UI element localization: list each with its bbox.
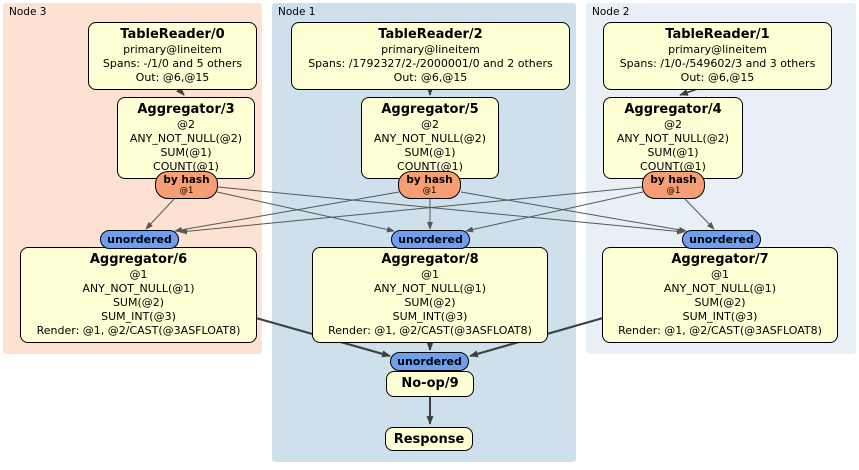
router-by-hash-5: by hash @1 (398, 171, 461, 199)
node-detail: Spans: -/1/0 and 5 others (102, 57, 243, 70)
node-detail: ANY_NOT_NULL(@1) (82, 282, 195, 295)
node-detail: Out: @6,@15 (680, 71, 755, 84)
sync-label: unordered (689, 233, 754, 246)
node-title: TableReader/0 (120, 27, 225, 42)
node-title: Aggregator/6 (89, 252, 188, 267)
node-detail: COUNT(@1) (153, 160, 219, 173)
sync-label: unordered (107, 233, 172, 246)
node-detail: SUM(@2) (404, 296, 456, 309)
node-detail: SUM(@2) (694, 296, 746, 309)
router-stream: @1 (666, 186, 681, 196)
node-title: Aggregator/4 (624, 102, 722, 117)
node-detail: SUM(@1) (160, 146, 212, 159)
edge-hash4-un7 (683, 197, 715, 230)
node-detail: Spans: /1/0-/549602/3 and 3 others (619, 57, 816, 70)
node-detail: @1 (129, 268, 148, 281)
node-noop-9: No-op/9 (386, 371, 474, 397)
node-detail: @1 (421, 268, 439, 281)
node-aggregator-8: Aggregator/8 @1 ANY_NOT_NULL(@1) SUM(@2)… (312, 247, 548, 343)
node-detail: ANY_NOT_NULL(@2) (373, 132, 487, 145)
router-label: by hash (163, 174, 210, 186)
node-detail: ANY_NOT_NULL(@1) (373, 282, 487, 295)
node-detail: SUM_INT(@3) (392, 310, 468, 323)
node-title: Aggregator/7 (671, 252, 769, 267)
edge-hash3-un8 (216, 191, 395, 233)
node-title: TableReader/2 (378, 27, 483, 42)
node-detail: ANY_NOT_NULL(@1) (663, 282, 777, 295)
node-title: TableReader/1 (665, 27, 770, 42)
edge-hash3-un6 (145, 197, 176, 230)
cluster-label: Node 3 (9, 6, 47, 18)
node-tablereader-2: TableReader/2 primary@lineitem Spans: /1… (291, 22, 570, 90)
sync-unordered-8: unordered (391, 230, 470, 249)
node-detail: ANY_NOT_NULL(@2) (129, 132, 243, 145)
router-label: by hash (650, 174, 697, 186)
node-aggregator-3: Aggregator/3 @2 ANY_NOT_NULL(@2) SUM(@1)… (117, 97, 255, 179)
node-detail: Out: @6,@15 (135, 71, 210, 84)
node-detail: primary@lineitem (123, 43, 222, 56)
sync-unordered-9: unordered (390, 352, 469, 371)
sync-label: unordered (397, 355, 462, 368)
cluster-label: Node 2 (592, 6, 630, 18)
node-detail: Spans: /1792327/2-/2000001/0 and 2 other… (308, 57, 553, 70)
node-aggregator-6: Aggregator/6 @1 ANY_NOT_NULL(@1) SUM(@2)… (20, 247, 257, 343)
node-detail: SUM_INT(@3) (101, 310, 176, 323)
node-detail: primary@lineitem (381, 43, 480, 56)
node-title: Response (393, 432, 465, 447)
router-stream: @1 (422, 186, 437, 196)
edge-hash5-un7 (460, 191, 687, 233)
node-detail: Render: @1, @2/CAST(@3ASFLOAT8) (618, 324, 822, 337)
edge-hash4-un6 (179, 186, 643, 235)
router-stream: @1 (179, 186, 194, 196)
node-detail: COUNT(@1) (640, 160, 706, 173)
node-detail: SUM_INT(@3) (682, 310, 758, 323)
node-tablereader-1: TableReader/1 primary@lineitem Spans: /1… (603, 22, 832, 90)
node-detail: @2 (177, 118, 195, 131)
node-title: Aggregator/8 (381, 252, 479, 267)
node-detail: Render: @1, @2/CAST(@3ASFLOAT8) (36, 324, 241, 337)
cluster-label: Node 1 (278, 6, 316, 18)
node-detail: @2 (421, 118, 439, 131)
node-aggregator-5: Aggregator/5 @2 ANY_NOT_NULL(@2) SUM(@1)… (361, 97, 499, 179)
node-detail: SUM(@1) (404, 146, 456, 159)
node-tablereader-0: TableReader/0 primary@lineitem Spans: -/… (88, 22, 257, 90)
sync-label: unordered (398, 233, 463, 246)
edge-hash5-un6 (174, 191, 400, 233)
node-title: No-op/9 (401, 376, 459, 391)
sync-unordered-7: unordered (682, 230, 761, 249)
node-detail: @2 (664, 118, 682, 131)
node-detail: Render: @1, @2/CAST(@3ASFLOAT8) (328, 324, 532, 337)
node-detail: primary@lineitem (668, 43, 767, 56)
edge-hash3-un7 (217, 186, 685, 235)
node-detail: @1 (711, 268, 729, 281)
node-response: Response (385, 427, 473, 451)
node-detail: SUM(@2) (112, 296, 165, 309)
node-detail: COUNT(@1) (397, 160, 463, 173)
router-label: by hash (406, 174, 453, 186)
node-title: Aggregator/5 (381, 102, 479, 117)
router-by-hash-4: by hash @1 (642, 171, 705, 199)
router-by-hash-3: by hash @1 (155, 171, 218, 199)
edge-hash4-un8 (465, 191, 644, 233)
node-detail: SUM(@1) (647, 146, 699, 159)
sync-unordered-6: unordered (100, 230, 179, 249)
node-detail: Out: @6,@15 (393, 71, 468, 84)
node-aggregator-7: Aggregator/7 @1 ANY_NOT_NULL(@1) SUM(@2)… (602, 247, 838, 343)
node-aggregator-4: Aggregator/4 @2 ANY_NOT_NULL(@2) SUM(@1)… (603, 97, 743, 179)
node-title: Aggregator/3 (137, 102, 235, 117)
node-detail: ANY_NOT_NULL(@2) (616, 132, 730, 145)
